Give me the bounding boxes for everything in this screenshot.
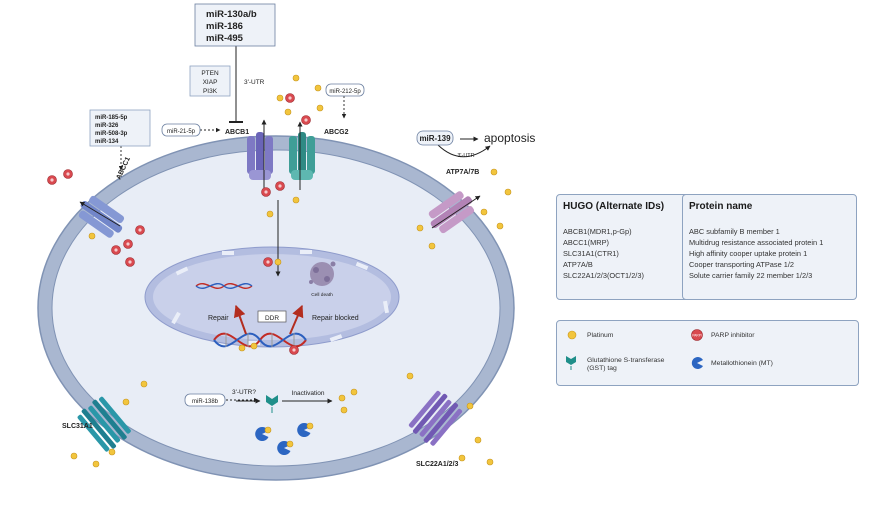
- legend-panel: Platinum PARPi PARP inhibitor Glutathion…: [556, 320, 859, 386]
- mirna-main-line-3: miR-495: [206, 33, 244, 44]
- mir212-box: [325, 83, 365, 97]
- nucleus: [153, 254, 391, 340]
- hugo-item: ABCB1(MDR1,p-Gp): [563, 227, 632, 236]
- mir139-box: [416, 130, 454, 146]
- target-xiap: XIAP: [203, 79, 218, 86]
- protein-item: Multidrug resistance associated protein …: [689, 238, 824, 247]
- transport-arrows: [79, 119, 481, 404]
- platinum-icon: [567, 330, 577, 340]
- mirna-abcc1-box: [89, 109, 151, 147]
- hugo-item: SLC31A1(CTR1): [563, 249, 619, 258]
- mir21-box: [161, 123, 201, 137]
- legend-parp: PARP inhibitor: [711, 332, 755, 339]
- protein-item: Cooper transporting ATPase 1/2: [689, 260, 795, 269]
- mir212-label: miR-212-5p: [329, 89, 361, 95]
- parp-badge-text: PARPi: [692, 334, 701, 338]
- protein-item: High affinity cooper uptake protein 1: [689, 249, 808, 258]
- abcb1-transporter: [247, 132, 273, 180]
- ddr-label: DDR: [265, 315, 279, 322]
- targets-box: [189, 65, 231, 97]
- utr2-label: 3'-UTR?: [232, 389, 256, 396]
- slc22a-transporter: [408, 390, 463, 446]
- label-atp7: ATP7A/7B: [446, 169, 479, 176]
- mir139-label: miR-139: [419, 134, 451, 143]
- dashed-links: [118, 96, 347, 403]
- parp-inhibitor-icon: PARPi: [691, 329, 703, 341]
- gst-tag: [266, 395, 278, 413]
- hugo-list: ABCB1(MDR1,p-Gp) ABCC1(MRP) SLC31A1(CTR1…: [563, 226, 730, 281]
- ddr-box: [257, 310, 287, 323]
- mirna-abcc1-line-4: miR-134: [95, 139, 119, 145]
- protein-panel: Protein name ABC subfamily B member 1 Mu…: [682, 194, 857, 300]
- mirna-main-line-2: miR-186: [206, 21, 243, 32]
- repair-arrows: [233, 304, 304, 335]
- mirna-main-box: [194, 3, 276, 47]
- inhibition-line: [229, 46, 243, 123]
- label-abcg2: ABCG2: [324, 129, 349, 136]
- protein-item: Solute carrier family 22 member 1/2/3: [689, 271, 813, 280]
- repair-blocked-label: Repair blocked: [312, 315, 359, 322]
- mir21-label: miR-21-5p: [167, 129, 196, 135]
- label-slc22a: SLC22A1/2/3: [416, 461, 459, 468]
- legend-gst: Glutathione S-transferase (GST) tag: [587, 357, 665, 372]
- atp7-transporter: [428, 191, 475, 234]
- protein-item: ABC subfamily B member 1: [689, 227, 780, 236]
- repair-label: Repair: [208, 315, 229, 322]
- cell-death-icon: [309, 261, 336, 286]
- utr-label: 3'-UTR: [244, 79, 265, 86]
- inactivation-label: Inactivation: [292, 390, 325, 397]
- mirna-abcc1-line-3: miR-508-3p: [95, 131, 128, 137]
- hugo-header: HUGO (Alternate IDs): [563, 201, 665, 212]
- abcg2-transporter: [289, 132, 315, 180]
- target-pten: PTEN: [201, 70, 219, 77]
- protein-list: ABC subfamily B member 1 Multidrug resis…: [689, 226, 856, 281]
- gst-icon: [566, 356, 576, 370]
- mir139-utr-label: 3'-UTR: [457, 153, 474, 159]
- slc31a1-transporter: [77, 396, 131, 452]
- hugo-item: ABCC1(MRP): [563, 238, 609, 247]
- hugo-item: ATP7A/B: [563, 260, 593, 269]
- hugo-item: SLC22A1/2/3(OCT1/2/3): [563, 271, 644, 280]
- target-pi3k: PI3K: [203, 88, 218, 95]
- dna-strand-top: [195, 283, 253, 289]
- label-slc31a1: SLC31A1: [62, 423, 93, 430]
- mirna-main-line-1: miR-130a/b: [206, 9, 257, 20]
- protein-header: Protein name: [689, 201, 753, 212]
- mir138-box: [184, 393, 226, 407]
- metallothionein-icon: [691, 357, 703, 369]
- mirna-abcc1-line-2: miR-326: [95, 123, 119, 129]
- dna-helix: [213, 332, 307, 348]
- legend-platinum: Platinum: [587, 332, 614, 339]
- apoptosis-label: apoptosis: [484, 131, 535, 145]
- mir138-label: miR-138b: [192, 399, 219, 405]
- mir139-curve: [437, 144, 491, 158]
- label-abcb1: ABCB1: [225, 129, 249, 136]
- cell-death-label: Cell death: [311, 292, 333, 298]
- mirna-abcc1-line-1: miR-185-5p: [95, 115, 128, 121]
- legend-mt: Metallothionein (MT): [711, 360, 773, 367]
